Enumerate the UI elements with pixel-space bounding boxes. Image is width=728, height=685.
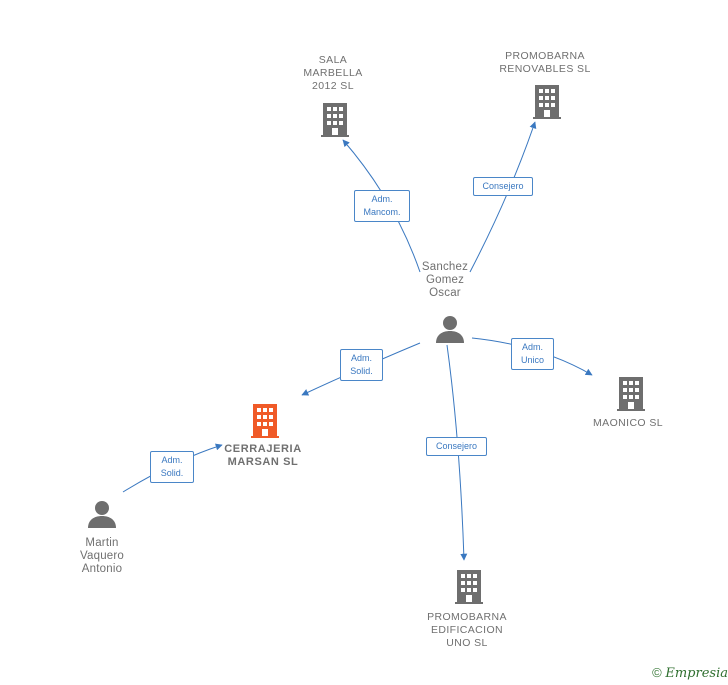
- edge-label-adm-solid: Adm. Solid.: [340, 349, 383, 381]
- edge-label-consejero: Consejero: [473, 177, 533, 196]
- node-label-martin-vaquero-antonio[interactable]: Martin Vaquero Antonio: [79, 537, 125, 575]
- edge-label-consejero: Consejero: [426, 437, 487, 456]
- building-icon: [320, 103, 350, 142]
- building-icon: [616, 377, 646, 416]
- edge-label-adm-solid: Adm. Solid.: [150, 451, 194, 483]
- edge-line: [469, 121, 537, 273]
- copyright-icon: ©: [652, 665, 662, 680]
- node-label-sanchez-gomez-oscar[interactable]: Sanchez Gomez Oscar: [421, 261, 469, 299]
- edge-label-adm-mancom: Adm. Mancom.: [354, 190, 410, 222]
- node-label-cerrajeria-marsan[interactable]: CERRAJERIA MARSAN SL: [224, 443, 302, 468]
- person-icon: [87, 500, 117, 533]
- node-label-maonico[interactable]: MAONICO SL: [593, 417, 663, 429]
- node-label-sala-marbella[interactable]: SALA MARBELLA 2012 SL: [303, 54, 363, 92]
- person-icon: [435, 315, 465, 348]
- building-icon-focus: [250, 404, 280, 443]
- edge-label-adm-unico: Adm. Unico: [511, 338, 554, 370]
- node-label-promobarna-renovables[interactable]: PROMOBARNA RENOVABLES SL: [499, 50, 591, 75]
- brand-logo[interactable]: Empresia: [665, 666, 728, 681]
- footer-credit: © Empresia: [652, 665, 728, 681]
- node-label-promobarna-edificacion[interactable]: PROMOBARNA EDIFICACION UNO SL: [427, 611, 507, 649]
- building-icon: [532, 85, 562, 124]
- building-icon: [454, 570, 484, 609]
